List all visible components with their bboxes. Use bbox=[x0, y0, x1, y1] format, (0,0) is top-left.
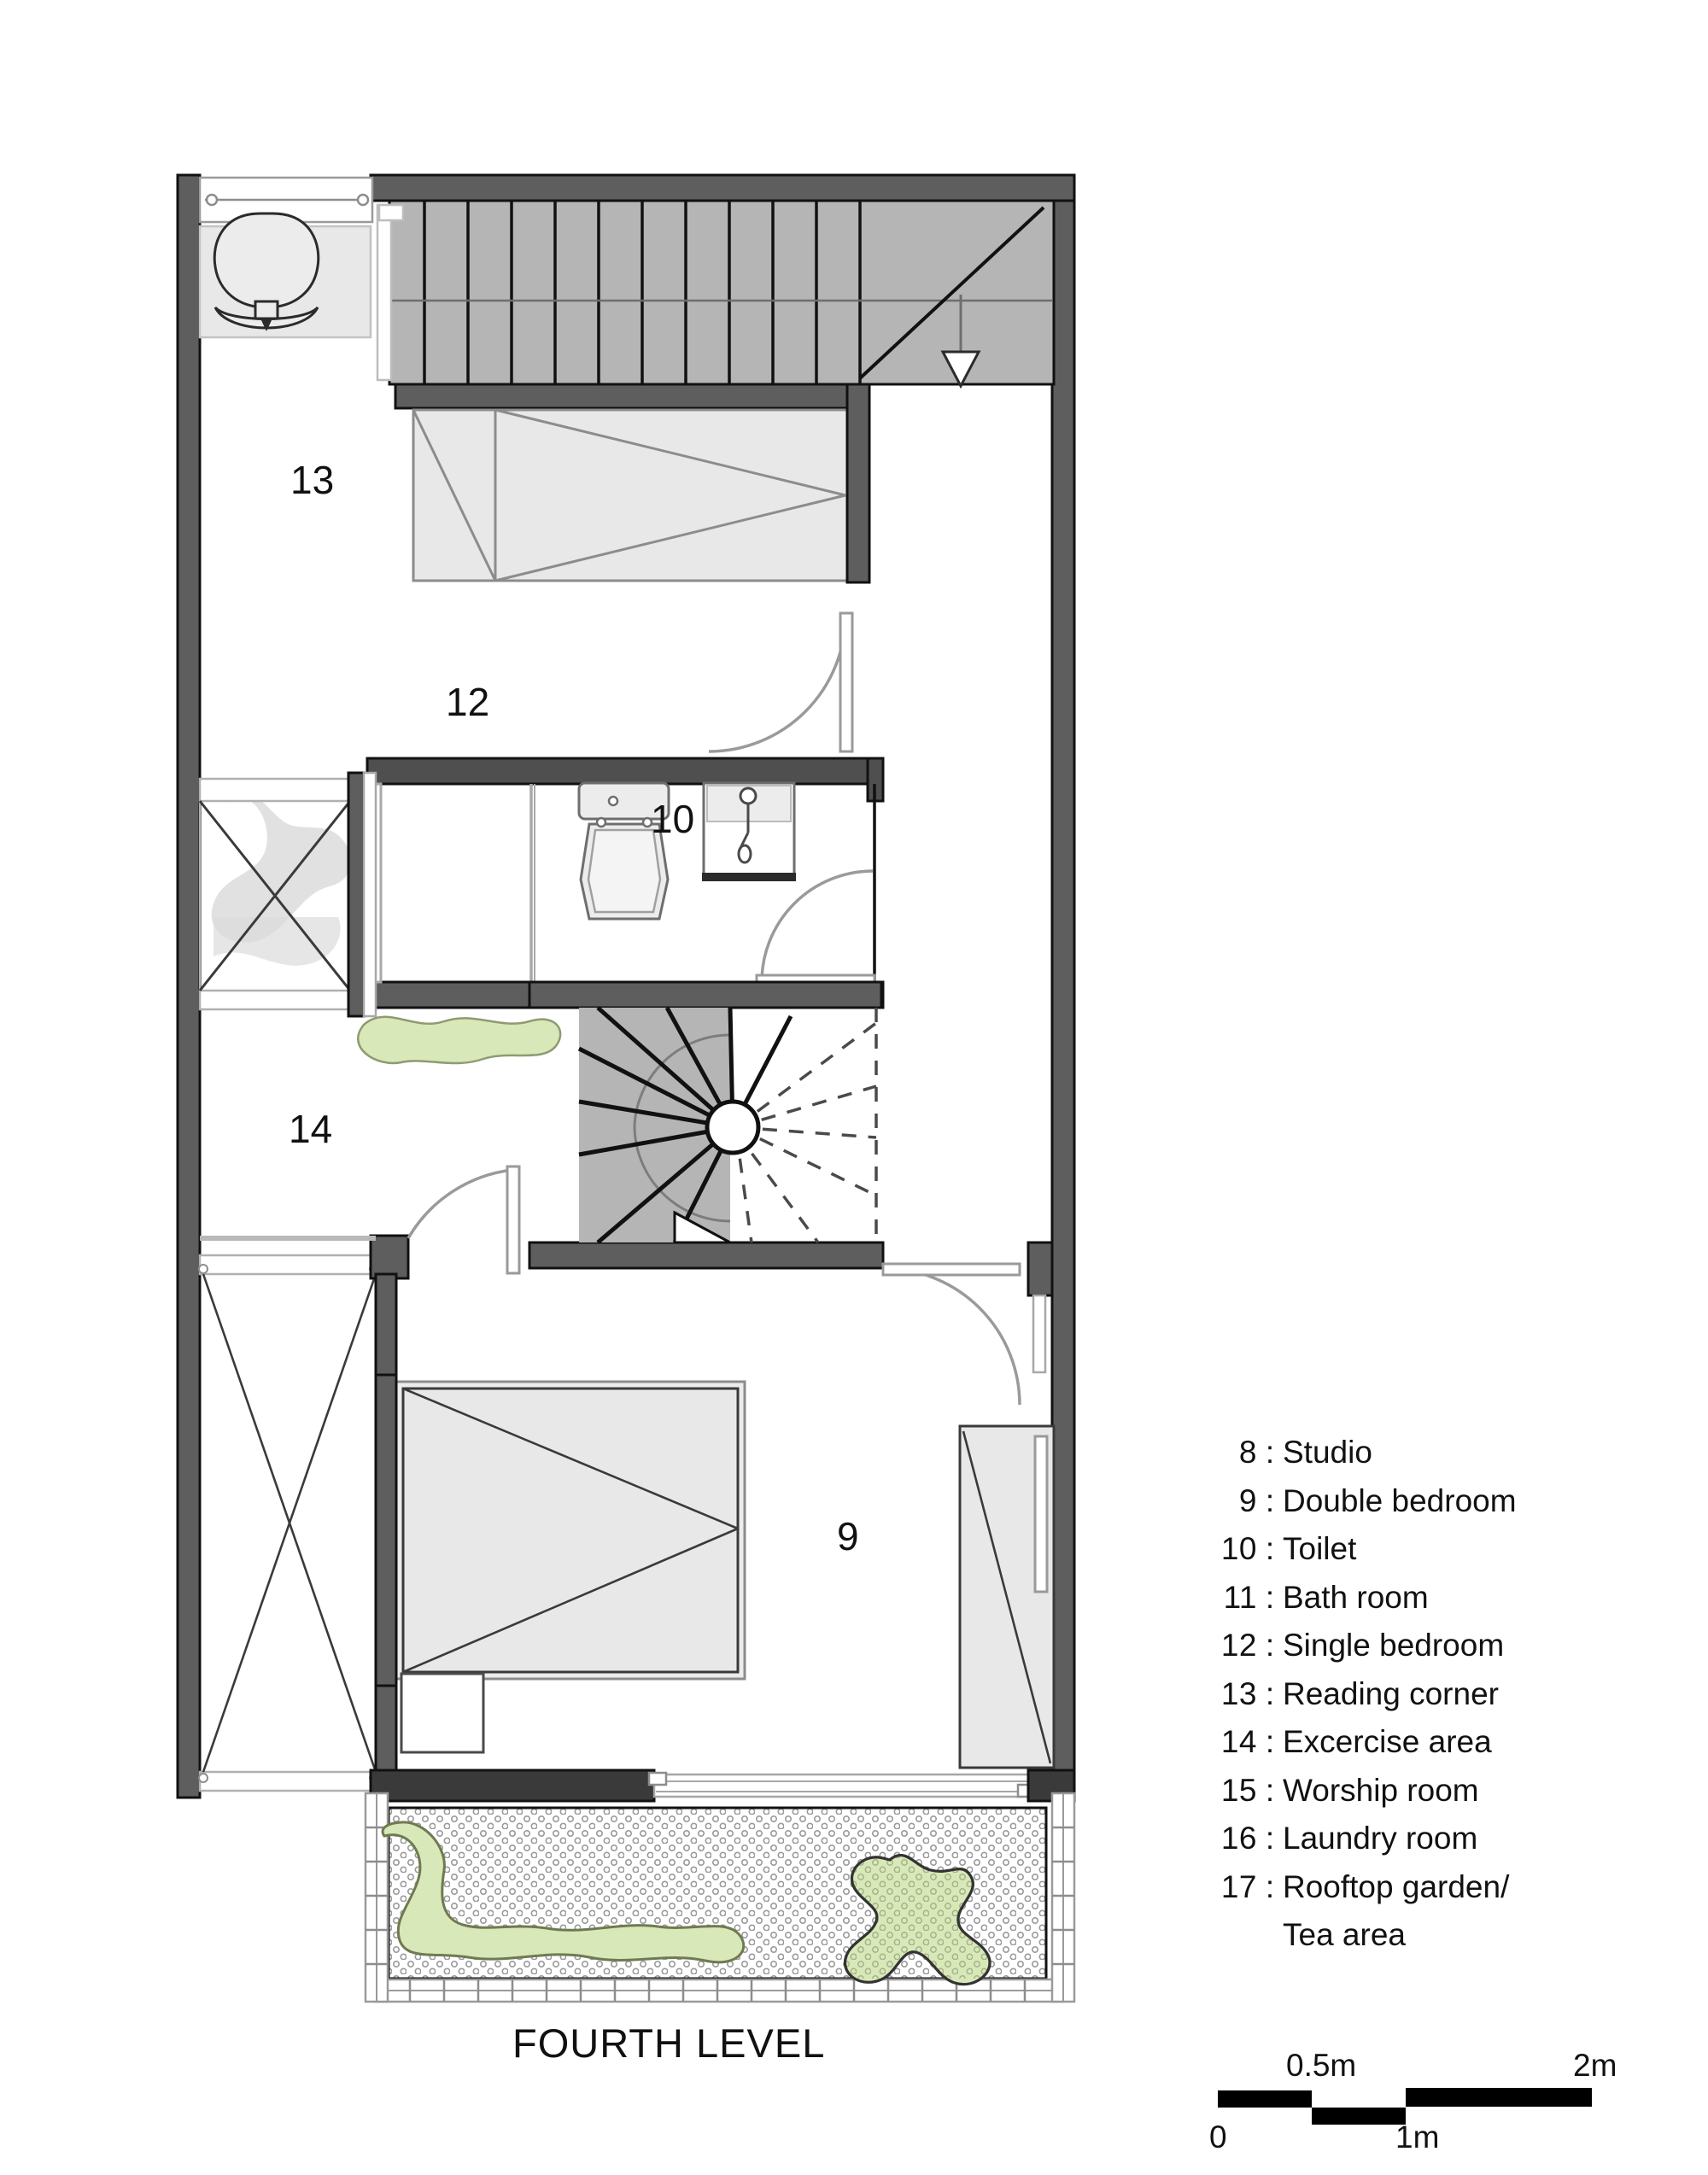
scale-label-half: 0.5m bbox=[1286, 2048, 1357, 2083]
legend-item: 13 : Reading corner bbox=[1204, 1676, 1682, 1725]
legend-item: 11 : Bath room bbox=[1204, 1580, 1682, 1628]
room-number-labels: 13 12 10 14 9 bbox=[289, 458, 859, 1558]
legend-label: Rooftop garden/ bbox=[1283, 1868, 1510, 1904]
legend-item: 15 : Worship room bbox=[1204, 1773, 1682, 1821]
legend-item: 8 : Studio bbox=[1204, 1435, 1682, 1483]
legend-label: Excercise area bbox=[1283, 1724, 1492, 1759]
legend-colon: : bbox=[1265, 1628, 1275, 1663]
legend-number: 10 bbox=[1220, 1531, 1257, 1566]
exercise-area-door bbox=[200, 1165, 521, 1280]
room-label-14: 14 bbox=[289, 1107, 332, 1151]
legend-label: Worship room bbox=[1283, 1772, 1479, 1808]
legend-number: 16 bbox=[1220, 1821, 1257, 1856]
planting-strip bbox=[357, 1015, 562, 1065]
lower-void-opening bbox=[198, 1254, 386, 1792]
legend-item: 12 : Single bedroom bbox=[1204, 1628, 1682, 1676]
legend-colon: : bbox=[1265, 1579, 1275, 1615]
legend-number: 17 bbox=[1220, 1868, 1257, 1904]
legend-colon: : bbox=[1265, 1435, 1275, 1470]
legend-label: Double bedroom bbox=[1283, 1482, 1517, 1518]
main-staircase bbox=[376, 199, 1056, 389]
toilet-fixture-icon bbox=[577, 781, 670, 921]
legend-label: Laundry room bbox=[1283, 1821, 1478, 1856]
legend-item: 9 : Double bedroom bbox=[1204, 1483, 1682, 1532]
legend-label: Studio bbox=[1283, 1435, 1372, 1470]
legend-item: 10 : Toilet bbox=[1204, 1531, 1682, 1580]
legend-colon: : bbox=[1265, 1772, 1275, 1808]
terrace-railing bbox=[364, 1792, 1076, 2003]
legend-label: Toilet bbox=[1283, 1531, 1357, 1566]
washbasin-icon bbox=[702, 781, 796, 881]
single-bedroom-zone bbox=[394, 383, 871, 753]
legend-label-continuation: Tea area bbox=[1283, 1917, 1406, 1952]
room-label-12: 12 bbox=[446, 680, 489, 724]
legend-colon: : bbox=[1265, 1868, 1275, 1904]
upper-void-opening bbox=[198, 771, 377, 1018]
scale-label-two: 2m bbox=[1573, 2048, 1617, 2083]
reading-corner-zone bbox=[198, 176, 374, 339]
scale-bar-graphic bbox=[1218, 2088, 1592, 2125]
legend-item: 16 : Laundry room bbox=[1204, 1821, 1682, 1869]
room-label-13: 13 bbox=[290, 458, 334, 502]
legend-label: Bath room bbox=[1283, 1579, 1429, 1615]
legend-colon: : bbox=[1265, 1482, 1275, 1518]
page-title: FOURTH LEVEL bbox=[512, 2020, 826, 2066]
scale-label-one: 1m bbox=[1395, 2119, 1440, 2155]
spiral-staircase bbox=[528, 980, 885, 1270]
legend-colon: : bbox=[1265, 1675, 1275, 1711]
legend-number: 14 bbox=[1220, 1724, 1257, 1759]
legend-item: 14 : Excercise area bbox=[1204, 1724, 1682, 1773]
double-bedroom-zone bbox=[374, 1241, 1056, 1780]
legend-number: 15 bbox=[1220, 1772, 1257, 1808]
legend-number: 11 bbox=[1223, 1579, 1257, 1615]
legend-number: 12 bbox=[1220, 1628, 1257, 1663]
armchair-icon bbox=[213, 212, 320, 331]
legend-item: 17 : Rooftop garden/ bbox=[1204, 1869, 1682, 1918]
legend-number: 8 bbox=[1238, 1435, 1257, 1470]
legend-label: Reading corner bbox=[1283, 1675, 1499, 1711]
legend: 8 : Studio 9 : Double bedroom 10 : Toile… bbox=[1204, 1435, 1682, 1953]
legend-label: Single bedroom bbox=[1283, 1628, 1505, 1663]
legend-number: 9 bbox=[1238, 1482, 1257, 1518]
rooftop-terrace bbox=[364, 1792, 1076, 2003]
building-shell bbox=[176, 173, 1076, 1799]
legend-colon: : bbox=[1265, 1821, 1275, 1856]
scale-bar: 0 0.5m 1m 2m bbox=[1204, 2041, 1657, 2169]
legend-colon: : bbox=[1265, 1531, 1275, 1566]
legend-number: 13 bbox=[1220, 1675, 1257, 1711]
scale-label-zero: 0 bbox=[1209, 2119, 1227, 2155]
terrace-sliding-door bbox=[369, 1769, 1076, 1803]
room-label-10: 10 bbox=[651, 797, 694, 841]
room-label-9: 9 bbox=[837, 1514, 859, 1558]
toilet-room bbox=[366, 757, 885, 1009]
legend-colon: : bbox=[1265, 1724, 1275, 1759]
